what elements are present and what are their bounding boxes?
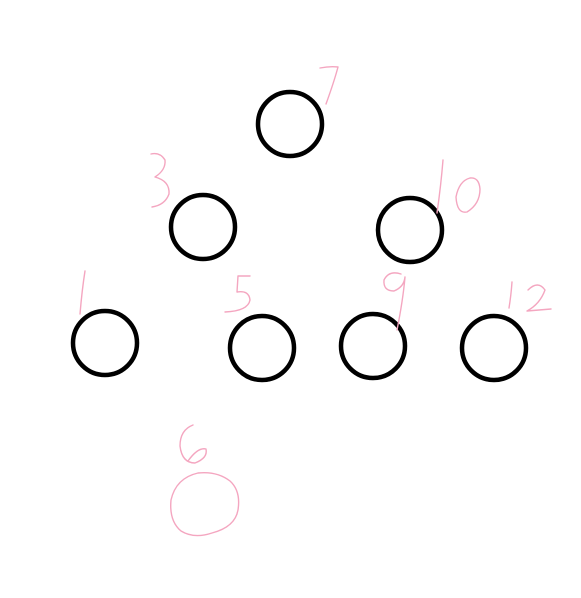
label-7: 7 (319, 65, 339, 105)
node-12-circle (459, 313, 529, 383)
node-7-circle (255, 89, 325, 159)
label-1: 1 (79, 270, 86, 315)
node-1-circle (70, 308, 140, 378)
node-7 (255, 89, 325, 159)
node-5 (227, 313, 297, 383)
node-9 (338, 311, 408, 381)
node-9-circle (338, 311, 408, 381)
label-6-stroke (179, 424, 207, 464)
label-3: 3 (150, 152, 170, 208)
node-10-circle (375, 195, 445, 265)
node-3 (168, 192, 238, 262)
label-9: 9 (383, 272, 406, 331)
node-10 (375, 195, 445, 265)
label-12: 12 (508, 281, 552, 312)
node-5-circle (227, 313, 297, 383)
label-5: 5 (224, 275, 251, 313)
node-3-circle (168, 192, 238, 262)
label-10: 10 (436, 159, 481, 214)
node-6: 6 (170, 424, 240, 537)
node-6-circle (170, 471, 240, 537)
node-1 (70, 308, 140, 378)
node-12 (459, 313, 529, 383)
